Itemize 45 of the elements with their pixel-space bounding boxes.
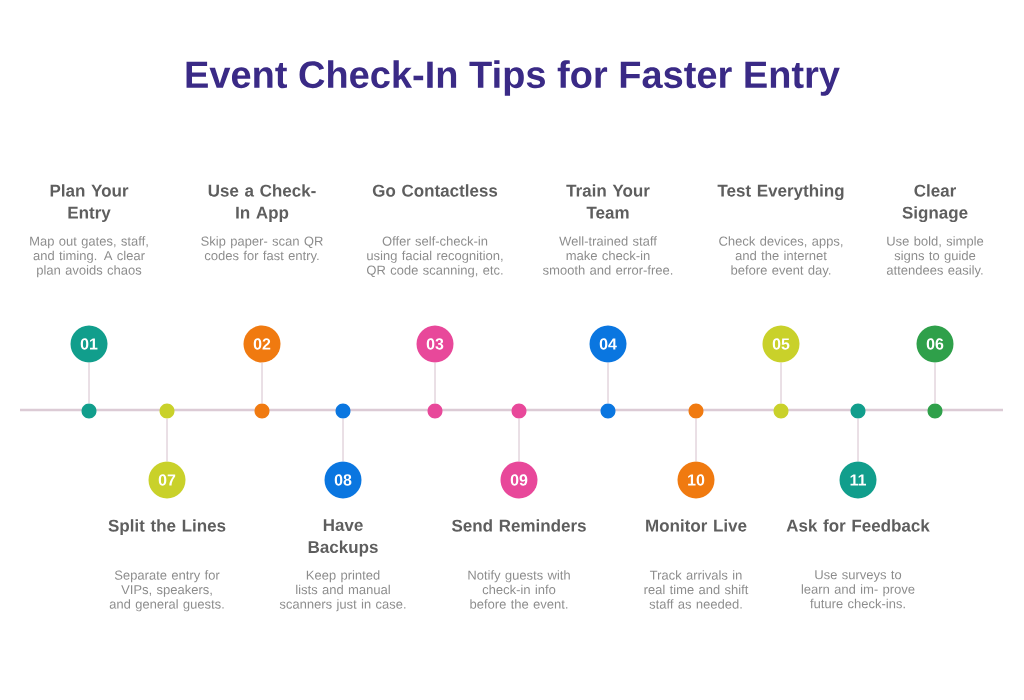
tip-description: Check devices, apps, and the internet before event day. [719, 236, 843, 278]
tip-heading: Ask for Feedback [786, 519, 930, 532]
timeline-dot [511, 403, 527, 419]
timeline-dot [81, 403, 97, 419]
connector-line [934, 362, 936, 404]
timeline-dot [335, 403, 351, 419]
timeline-dot [600, 403, 616, 419]
timeline-dot [427, 403, 443, 419]
timeline-dot [254, 403, 270, 419]
connector-line [518, 418, 520, 462]
tip-description: Track arrivals in real time and shift staff as needed. [644, 570, 749, 609]
connector-line [434, 362, 436, 404]
timeline-dot [850, 403, 866, 419]
tip-description: Use surveys to learn and im- prove future check-ins. [801, 570, 915, 609]
tip-description: Notify guests with check-in info before the event. [468, 570, 570, 609]
tip-heading: Plan Your Entry [50, 184, 129, 223]
tip-description: Separate entry for VIPs, speakers, and general guests. [109, 570, 224, 612]
tip-heading: Monitor Live [646, 519, 747, 532]
tip-heading: Test Everything [717, 184, 844, 201]
tip-description: Keep printed lists and manual scanners just in case. [279, 570, 406, 612]
tip-description: Use bold, simple signs to guide attendees easily. [886, 236, 984, 278]
connector-line [342, 418, 344, 462]
title: Event Check-In Tips for Faster Entry [186, 60, 840, 96]
tip-heading: Split the Lines [108, 519, 226, 536]
timeline-dot [773, 403, 789, 419]
tip-heading: Go Contactless [372, 184, 498, 197]
timeline-dot [927, 403, 943, 419]
timeline-dot [159, 403, 175, 419]
tip-description: Skip paper- scan QR codes for fast entry. [201, 236, 323, 263]
timeline-dot [688, 403, 704, 419]
tip-description: Map out gates, staff, and timing. A clear plan avoids chaos [30, 236, 148, 278]
connector-line [166, 418, 168, 462]
connector-line [695, 418, 697, 462]
connector-line [88, 362, 90, 404]
tip-description: Well-trained staff make check-in smooth and error-free. [543, 236, 673, 275]
connector-line [261, 362, 263, 404]
tip-heading: Use a Check-In App [208, 184, 316, 223]
tip-heading: Clear Signage [902, 184, 968, 223]
connector-line [857, 418, 859, 462]
tip-heading: Have Backups [308, 519, 378, 557]
connector-line [607, 362, 609, 404]
tip-heading: Send Reminders [451, 519, 586, 532]
tip-description: Offer self-check-in using facial recognition, QR code scanning, etc. [366, 236, 503, 278]
tip-heading: Train Your Team [566, 184, 650, 219]
connector-line [780, 362, 782, 404]
